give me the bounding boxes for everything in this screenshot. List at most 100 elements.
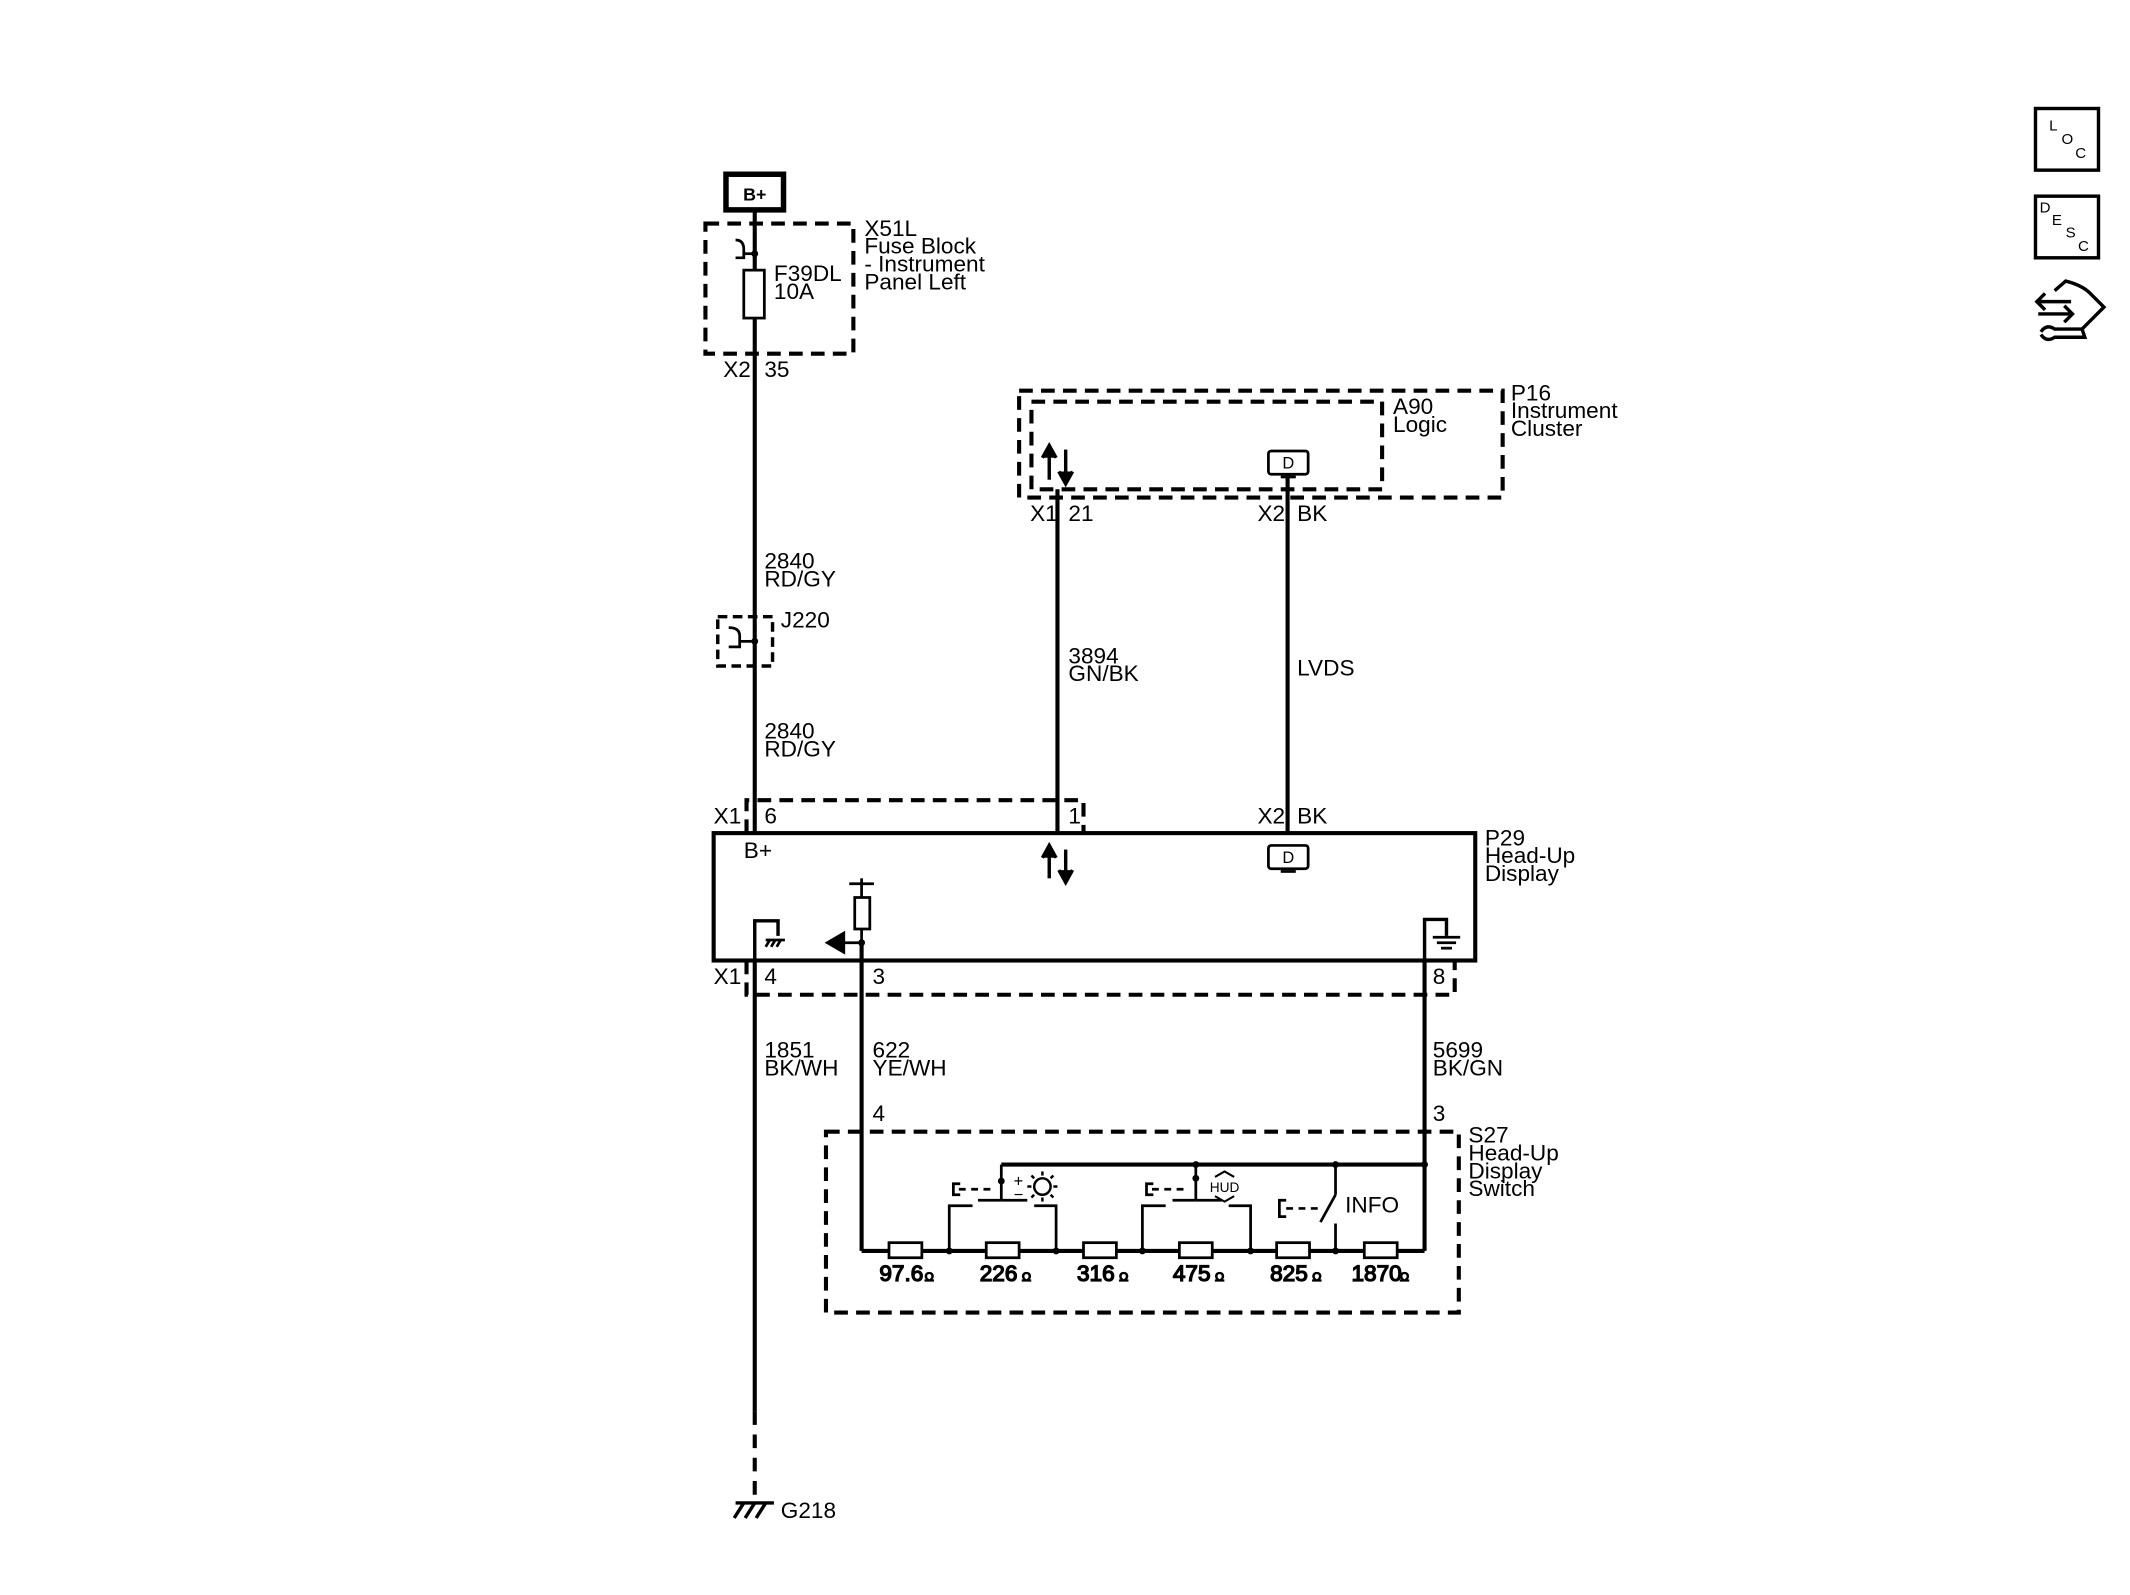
resistor-5 [1275,1241,1311,1260]
loc-icon: L O C [2049,117,2086,161]
low-ref-wire-circuit: 5699 [1433,1038,1483,1063]
desc-letter-2: E [2052,212,2062,229]
loc-letter-3: C [2075,145,2086,162]
signal-wire-circuit: 622 [873,1038,911,1063]
desc-letter-4: C [2078,238,2089,255]
fuse-id: F39DL [774,261,842,286]
brightness-switch [945,1164,1060,1255]
hud-switch-name-line-3: Switch [1468,1176,1535,1201]
splice-outline [716,614,775,668]
data-wire-color: GN/BK [1068,661,1138,686]
cluster-display-symbol: D [1282,455,1294,473]
hud-top-connector-outline [744,798,1086,834]
power-wire-lower-circuit: 2840 [764,719,814,744]
hud-top-conn-x1: X1 [714,804,742,829]
power-source-label: B+ [743,184,766,204]
resistor-2-unit: Ω [1022,1270,1031,1284]
loc-letter-2: O [2062,131,2074,148]
cluster-data-arrows-icon [1040,441,1075,488]
instrument-cluster-name-line-1: Instrument [1511,398,1618,423]
hud-data-arrows-icon [1040,841,1075,886]
fuse-block-name-line-2: - Instrument [864,252,985,277]
loc-button[interactable] [2033,106,2101,172]
fuse-symbol [742,268,766,320]
resistor-2-value: 226 [980,1261,1018,1286]
loc-letter-1: L [2049,117,2057,134]
hud-name-line-2: Display [1485,861,1560,886]
hud-chassis-ground-icon [753,919,780,961]
resistor-3-value: 316 [1077,1261,1115,1286]
instrument-cluster-outline [1017,388,1505,500]
ground-wire-circuit: 1851 [764,1038,814,1063]
resistor-5-value: 825 [1270,1261,1308,1286]
hud-switch-id: S27 [1468,1123,1508,1148]
hud-bottom-conn: X1 [714,964,742,989]
hud-label: HUD [1210,1180,1240,1195]
hud-switch-name-line-1: Head-Up [1468,1140,1558,1165]
cluster-conn-x2: X2 [1257,501,1285,526]
hud-top-conn-x2: X2 [1257,804,1285,829]
resistor-6 [1362,1241,1399,1260]
hud-display-symbol: D [1282,849,1294,867]
logic-module-outline [1029,399,1385,492]
cluster-pin-x2: BK [1297,501,1327,526]
power-wire-lower-color: RD/GY [764,736,836,761]
low-ref-wire-color: BK/GN [1433,1056,1503,1081]
hud-bplus-label: B+ [744,838,772,863]
resistor-3-unit: Ω [1119,1270,1128,1284]
hud-pin-ground: 4 [764,964,777,989]
hud-signal-ground-icon [1422,917,1449,961]
splice-id: J220 [781,608,830,633]
resistor-2 [984,1241,1021,1260]
resistor-3 [1082,1241,1118,1260]
hud-display-icon [1267,844,1310,873]
logic-module-id: A90 [1393,394,1433,419]
hud-bottom-connector-outline [744,960,1457,997]
hud-pin-signal: 3 [873,964,886,989]
cluster-conn-x1: X1 [1030,501,1058,526]
resistor-4 [1178,1241,1214,1260]
resistor-5-unit: Ω [1312,1270,1321,1284]
ground-wire-color: BK/WH [764,1056,838,1081]
hud-pin-low-ref: 8 [1433,964,1446,989]
diagnostic-tool-icon [2034,279,2107,342]
instrument-cluster-id: P16 [1511,380,1551,405]
desc-letter-1: D [2040,200,2051,217]
fuse-block-bus-symbol [735,238,746,260]
switch-pin-signal: 4 [873,1101,886,1126]
power-wire-upper-color: RD/GY [764,567,836,592]
hud-pin-video: BK [1297,804,1327,829]
resistor-6-value: 1870 [1351,1261,1401,1286]
splice-symbol [728,626,742,649]
resistor-1-value: 97.6 [879,1261,923,1286]
resistor-1 [887,1241,924,1260]
resistor-4-value: 475 [1173,1261,1211,1286]
fuse-block-connector: X2 [723,357,751,382]
logic-module-name: Logic [1393,412,1447,437]
brightness-minus-label: − [1014,1186,1024,1204]
data-wire-circuit: 3894 [1068,643,1118,668]
hud-pin-data: 1 [1068,804,1081,829]
ground-id: G218 [781,1498,836,1523]
hud-switch-name-line-2: Display [1468,1158,1543,1183]
resistor-4-unit: Ω [1215,1270,1224,1284]
diagnostic-tool-button[interactable] [2032,276,2107,351]
info-switch [1278,1161,1339,1255]
hud-id: P29 [1485,825,1525,850]
fuse-block-name-line-1: Fuse Block [864,234,976,259]
fuse-block-pin: 35 [764,357,789,382]
fuse-rating: 10A [774,279,815,304]
brightness-plus-label: + [1014,1173,1024,1191]
video-wire-label: LVDS [1297,656,1354,681]
hud-up-down-icon [1214,1170,1235,1203]
hud-switch-outline [823,1129,1461,1315]
instrument-cluster-name-line-2: Cluster [1511,416,1583,441]
desc-icon: D E S C [2040,200,2089,255]
desc-button[interactable] [2033,194,2101,260]
fuse-block-name-line-3: Panel Left [864,269,966,294]
resistor-6-unit: Ω [1400,1270,1409,1284]
hud-position-switch [1138,1161,1255,1255]
fuse-block-id: X51L [864,216,917,241]
